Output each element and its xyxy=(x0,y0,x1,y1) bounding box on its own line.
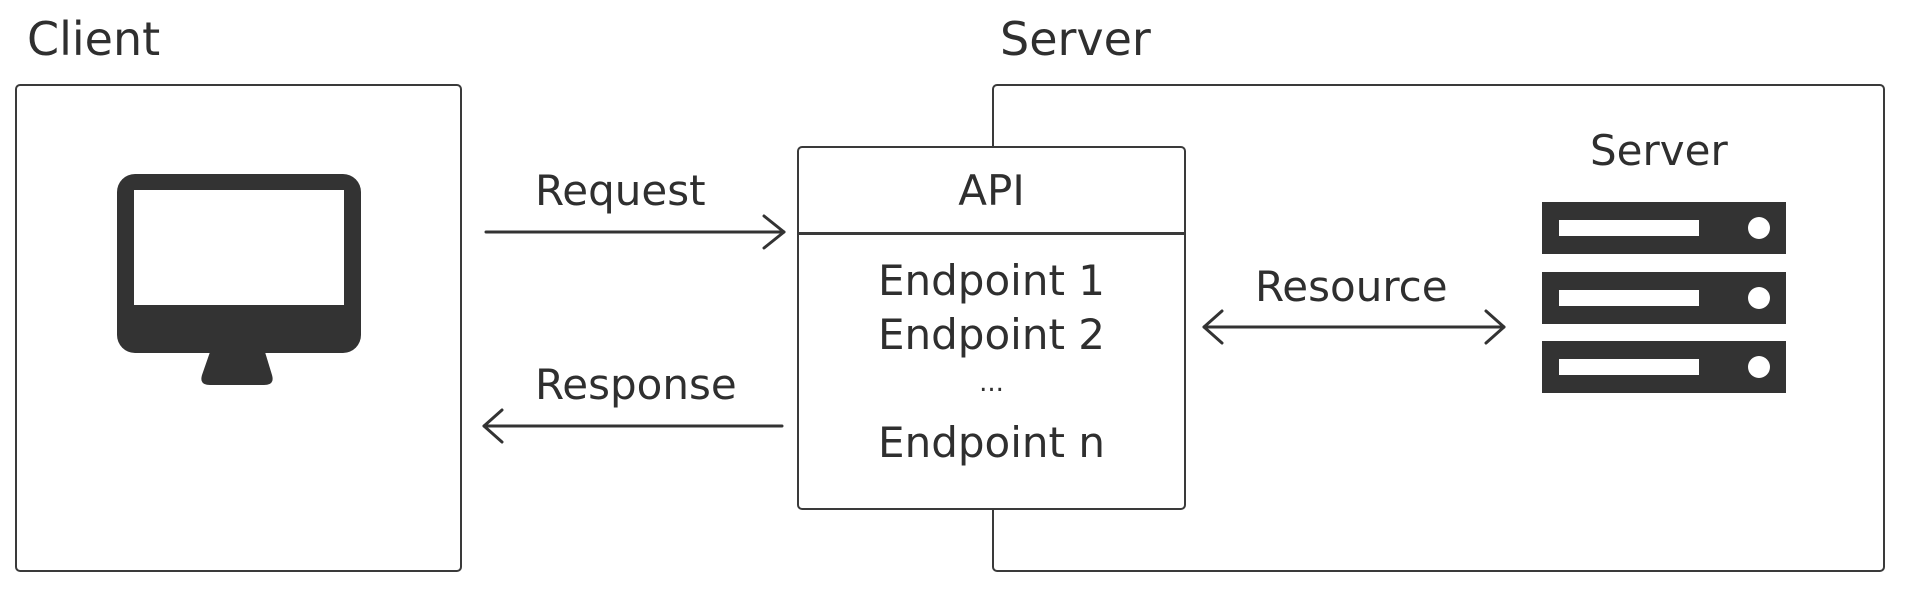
endpoint-1: Endpoint 1 xyxy=(877,256,1105,305)
api-divider xyxy=(799,232,1184,235)
response-label: Response xyxy=(535,360,737,409)
client-box xyxy=(15,84,462,572)
resource-arrow xyxy=(1202,309,1506,345)
request-arrow xyxy=(484,214,786,250)
api-title: API xyxy=(958,166,1025,215)
client-title: Client xyxy=(27,12,161,66)
server-unit-1 xyxy=(1542,202,1786,254)
server-machine-title: Server xyxy=(1590,126,1728,175)
api-box: API Endpoint 1 Endpoint 2 ... Endpoint n xyxy=(797,146,1186,510)
resource-label: Resource xyxy=(1255,262,1448,311)
endpoint-n: Endpoint n xyxy=(878,418,1105,467)
endpoint-2: Endpoint 2 xyxy=(877,310,1105,359)
request-label: Request xyxy=(535,166,706,215)
response-arrow xyxy=(482,408,784,444)
server-unit-3 xyxy=(1542,341,1786,393)
server-title: Server xyxy=(1000,12,1151,66)
endpoint-ellipsis: ... xyxy=(979,368,1004,398)
server-unit-2 xyxy=(1542,272,1786,324)
